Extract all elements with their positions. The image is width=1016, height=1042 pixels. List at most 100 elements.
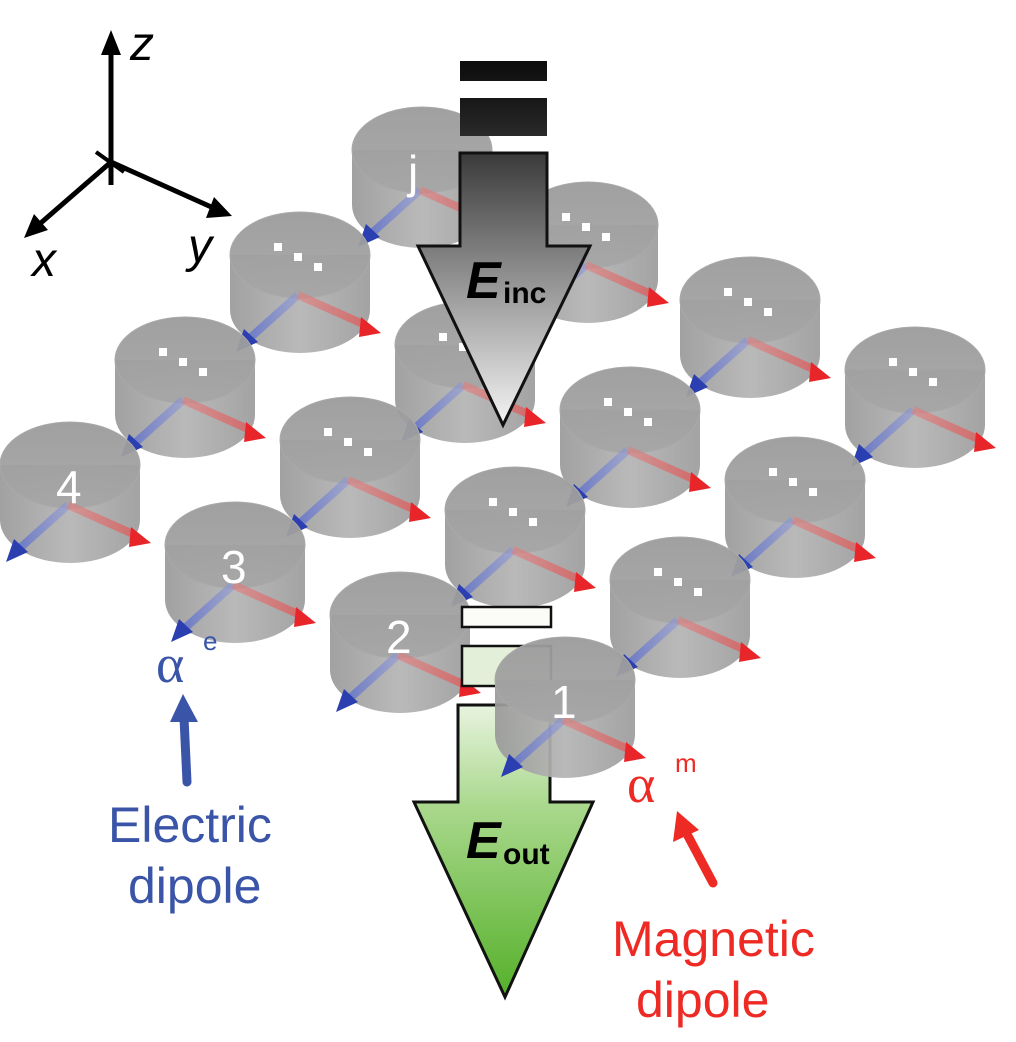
electric-dipole-shaft <box>862 407 916 456</box>
x-axis-arrowhead <box>24 214 48 238</box>
cylinder-resonator <box>609 536 761 678</box>
electric-dipole-shaft <box>132 397 186 446</box>
ellipsis-dot <box>294 253 302 261</box>
y-axis-arrowhead <box>206 197 232 218</box>
ellipsis-dot <box>889 358 897 366</box>
ellipsis-dot <box>604 398 612 406</box>
magnetic-dipole-caption-line2: dipole <box>636 972 769 1028</box>
cylinder-resonator <box>279 396 431 538</box>
cylinder-resonator <box>559 366 711 508</box>
ellipsis-dot <box>364 448 372 456</box>
cylinder-label: j <box>406 146 418 198</box>
electric-polarizability-symbol: α <box>156 634 184 694</box>
cylinder-resonator: 3 <box>164 501 316 643</box>
magnetic-dipole-arrowhead <box>244 422 266 442</box>
ellipsis-dot <box>562 213 570 221</box>
magnetic-dipole-arrowhead <box>359 317 381 337</box>
magnetic-dipole-shaft <box>746 336 815 373</box>
magnetic-pointer-head <box>673 811 699 842</box>
electric-dipole-annotation: α e Electric dipole <box>108 626 272 914</box>
cylinder-array-foreground: 1 <box>494 636 646 778</box>
cylinder-resonator: 2 <box>329 571 481 713</box>
electric-dipole-shaft <box>697 337 751 386</box>
y-axis <box>109 159 220 213</box>
magnetic-dipole-shaft <box>511 546 580 583</box>
electric-dipole-shaft <box>17 502 71 551</box>
magnetic-dipole-arrowhead <box>624 742 646 762</box>
magnetic-dipole-shaft <box>911 406 980 443</box>
magnetic-dipole-shaft <box>346 476 415 513</box>
cylinder-resonator: 4 <box>0 421 151 563</box>
incident-field-arrow: E inc <box>415 61 593 429</box>
ellipsis-dot <box>314 263 322 271</box>
electric-dipole-arrowhead <box>336 689 358 712</box>
ellipsis-dot <box>809 488 817 496</box>
ellipsis-dot <box>439 333 447 341</box>
z-axis-label: z <box>129 18 154 71</box>
x-axis <box>33 160 113 230</box>
electric-dipole-caption-line2: dipole <box>128 858 261 914</box>
x-axis-label: x <box>30 234 58 287</box>
electric-pointer-shaft <box>179 713 192 787</box>
ellipsis-dot <box>582 223 590 231</box>
electric-dipole-caption-line1: Electric <box>108 797 272 853</box>
cylinder-label: 3 <box>221 541 247 593</box>
ellipsis-dot <box>644 418 652 426</box>
electric-dipole-shaft <box>247 292 301 341</box>
magnetic-dipole-annotation: α m Magnetic dipole <box>612 748 815 1028</box>
magnetic-dipole-arrowhead <box>974 432 996 452</box>
cylinder-resonator <box>229 211 381 353</box>
cylinder-resonator <box>844 326 996 468</box>
ellipsis-dot <box>344 438 352 446</box>
magnetic-dipole-arrowhead <box>739 642 761 662</box>
magnetic-dipole-shaft <box>396 651 465 688</box>
incident-wave-bar-2 <box>460 98 547 136</box>
magnetic-dipole-arrowhead <box>689 472 711 492</box>
magnetic-dipole-shaft <box>676 616 745 653</box>
electric-dipole-shaft <box>347 652 401 701</box>
ellipsis-dot <box>654 568 662 576</box>
ellipsis-dot <box>159 348 167 356</box>
ellipsis-dot <box>789 478 797 486</box>
ellipsis-dot <box>179 358 187 366</box>
ellipsis-dot <box>724 288 732 296</box>
magnetic-dipole-shaft <box>584 261 653 298</box>
cylinder-resonator <box>724 436 876 578</box>
incident-arrow-body <box>415 151 593 429</box>
electric-dipole-shaft <box>297 477 351 526</box>
coordinate-axes: z x y <box>24 18 232 287</box>
magnetic-dipole-shaft <box>181 396 250 433</box>
ellipsis-dot <box>929 378 937 386</box>
magnetic-dipole-arrowhead <box>809 362 831 382</box>
magnetic-dipole-shaft <box>296 291 365 328</box>
ellipsis-dot <box>769 468 777 476</box>
electric-dipole-arrowhead <box>171 619 193 642</box>
magnetic-dipole-caption-line1: Magnetic <box>612 911 815 967</box>
ellipsis-dot <box>199 368 207 376</box>
ellipsis-dot <box>674 578 682 586</box>
magnetic-dipole-arrowhead <box>294 607 316 627</box>
cylinder-array-front: 32 <box>164 366 876 713</box>
electric-polarizability-superscript: e <box>203 626 217 656</box>
electric-pointer-head <box>170 694 198 722</box>
electric-dipole-shaft <box>577 447 631 496</box>
ellipsis-dot <box>459 343 467 351</box>
output-field-symbol: E <box>466 812 502 870</box>
magnetic-polarizability-symbol: α <box>627 754 655 814</box>
z-axis-arrowhead <box>101 30 121 55</box>
magnetic-dipole-arrowhead <box>854 542 876 562</box>
origin-tick <box>94 150 126 174</box>
incident-field-subscript: inc <box>503 277 546 310</box>
ellipsis-dot <box>274 243 282 251</box>
ellipsis-dot <box>764 308 772 316</box>
incident-field-symbol: E <box>466 252 502 310</box>
electric-dipole-shaft <box>369 187 423 236</box>
electric-dipole-shaft <box>742 517 796 566</box>
magnetic-dipole-arrowhead <box>574 572 596 592</box>
magnetic-dipole-shaft <box>791 516 860 553</box>
magnetic-dipole-shaft <box>231 581 300 618</box>
electric-dipole-shaft <box>412 382 466 431</box>
electric-dipole-arrowhead <box>501 754 523 777</box>
output-wave-bar-1 <box>460 605 553 629</box>
